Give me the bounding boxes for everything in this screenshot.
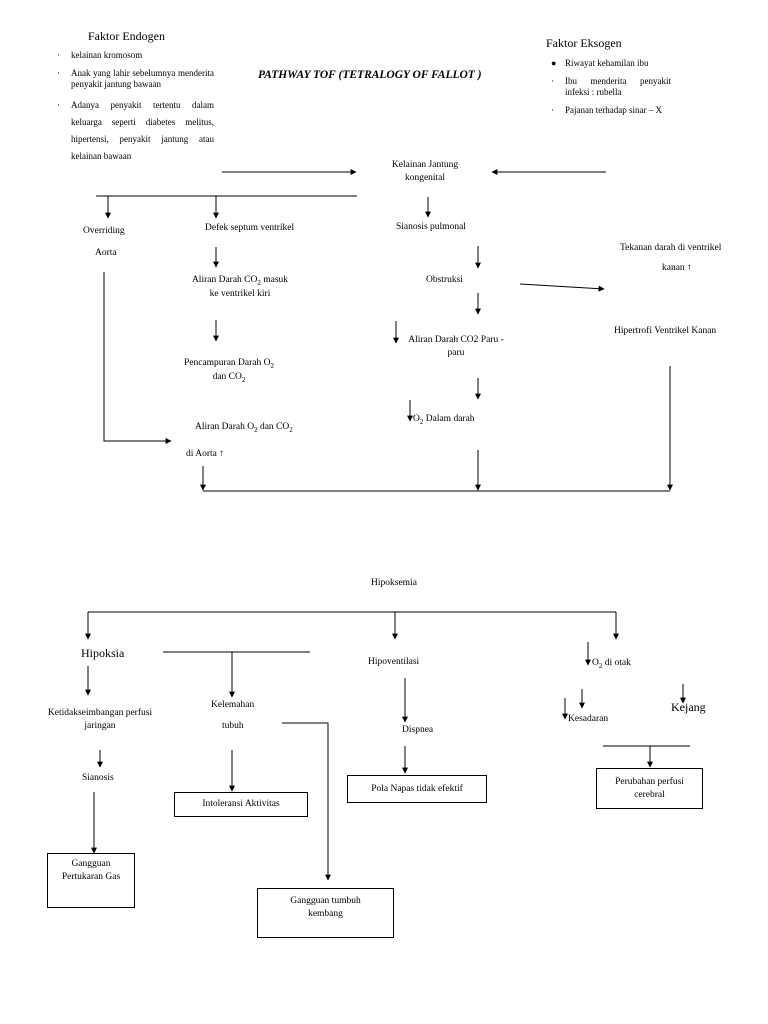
list-item: ●Riwayat kehamilan ibu [551,58,649,68]
eksogen-heading: Faktor Eksogen [546,36,622,50]
box-pola-napas: Pola Napas tidak efektif [347,775,487,803]
node-defek-septum: Defek septum ventrikel [205,223,295,233]
eksogen-list: ●Riwayat kehamilan ibu ·Ibu menderita pe… [551,58,671,123]
node-dispnea: Dispnea [402,725,434,735]
up-arrow-icon: ↑ [219,449,224,459]
node-aliran-paru: Aliran Darah CO2 Paru -paru [408,335,504,358]
node-hipoventilasi: Hipoventilasi [368,657,420,667]
node-obstruksi: Obstruksi [426,275,463,285]
node-hipoksemia: Hipoksemia [371,578,417,588]
node-tubuh: tubuh [222,721,244,731]
node-hipoksia: Hipoksia [81,646,125,660]
node-overriding: Overriding [83,226,125,236]
endogen-list: ·kelainan kromosom ·Anak yang lahir sebe… [57,50,214,171]
node-pencampuran: Pencampuran Darah O2 dan CO2 [183,358,275,385]
list-item: ·Ibu menderita penyakit infeksi : rubell… [551,75,671,98]
node-aliran-aorta: Aliran Darah O2 dan CO2 [195,422,293,434]
list-item: ·Anak yang lahir sebelumnya menderita pe… [57,67,214,90]
page-title: PATHWAY TOF (TETRALOGY OF FALLOT ) [258,69,482,81]
node-sianosis: Sianosis [82,773,114,783]
list-item: ·Pajanan terhadap sinar – X [551,105,662,116]
node-kelemahan: Kelemahan [211,700,255,710]
node-o2-otak: O2 di otak [592,658,631,670]
list-item: ·Adanya penyakit tertentu dalam keluarga… [57,100,214,162]
box-intoleransi-aktivitas: Intoleransi Aktivitas [174,792,308,817]
node-di-aorta: di Aorta ↑ [186,449,224,459]
node-aliran-co2: Aliran Darah CO2 masuk ke ventrikel kiri [191,275,289,300]
endogen-heading: Faktor Endogen [88,29,165,43]
tubuh-connector [282,722,331,881]
node-kejang: Kejang [671,700,706,714]
node-o2-dalam-darah: O2 Dalam darah [413,414,475,426]
node-aorta: Aorta [95,248,117,258]
node-hipertrofi: Hipertrofi Ventrikel Kanan [614,326,717,336]
aorta-connector [103,272,172,444]
node-kesadaran: Kesadaran [568,714,609,724]
node-tekanan-darah: Tekanan darah di ventrikel [620,243,722,253]
up-arrow-icon: ↑ [687,263,692,273]
node-sianosis-pulmonal: Sianosis pulmonal [396,222,466,232]
node-tekanan-kanan: kanan ↑ [662,263,692,273]
list-item: ·kelainan kromosom [57,50,143,60]
